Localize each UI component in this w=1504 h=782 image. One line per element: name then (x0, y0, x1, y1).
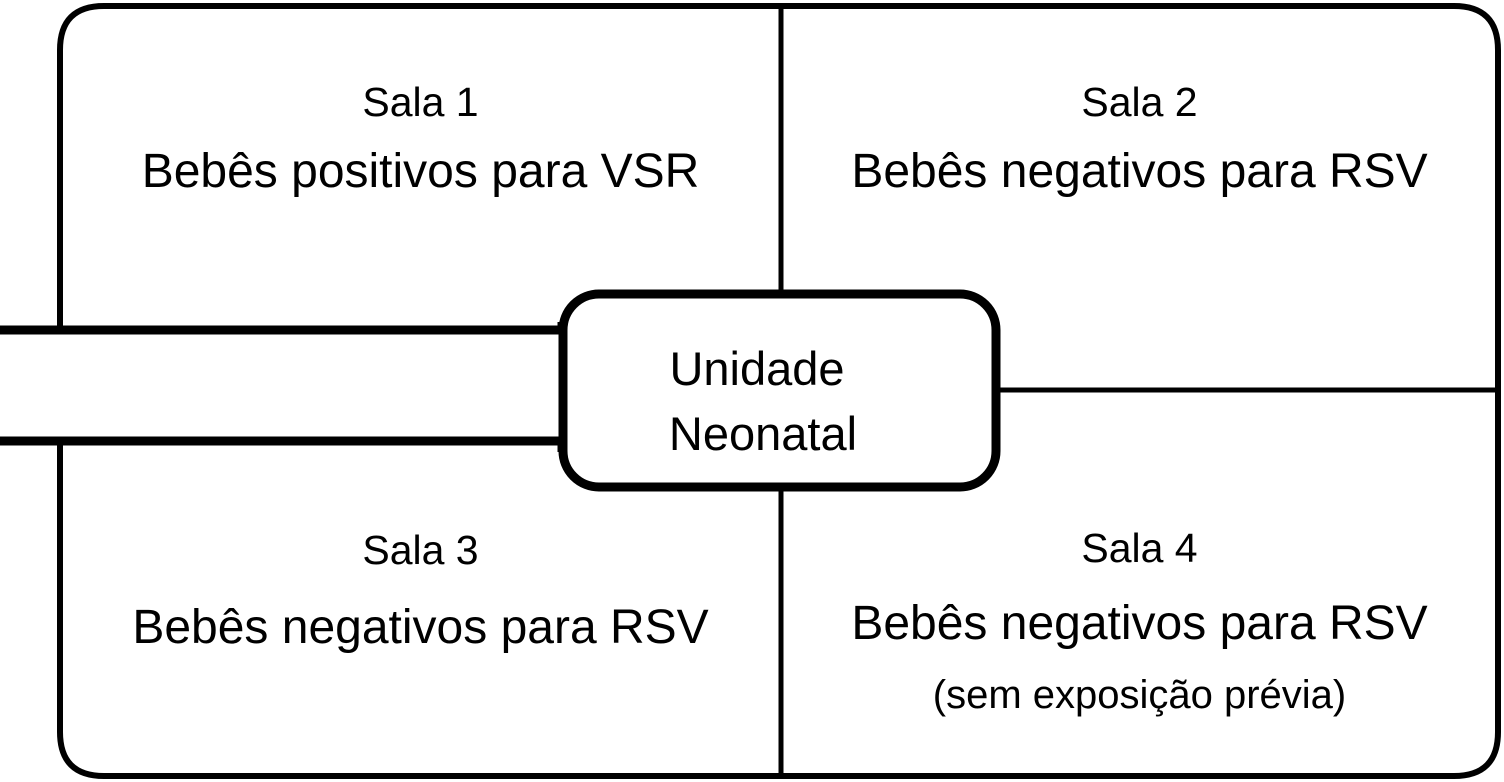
room-3-description: Bebês negativos para RSV (132, 601, 709, 654)
room-2-description: Bebês negativos para RSV (851, 145, 1428, 198)
room-3-name: Sala 3 (362, 527, 479, 573)
neonatal-unit-box (558, 289, 1001, 492)
corridor-top-wall (0, 322, 567, 335)
room-2-name: Sala 2 (1081, 79, 1198, 125)
room-4-description: Bebês negativos para RSV (851, 597, 1428, 650)
neonatal-unit-line2: Neonatal (668, 407, 858, 460)
neonatal-unit-line1: Unidade (669, 342, 845, 395)
room-1-description: Bebês positivos para VSR (141, 145, 700, 198)
corridor-bottom-wall (0, 436, 567, 452)
room-1-name: Sala 1 (362, 79, 479, 125)
room-4-note: (sem exposição prévia) (932, 673, 1347, 717)
room-4-name: Sala 4 (1081, 525, 1198, 571)
